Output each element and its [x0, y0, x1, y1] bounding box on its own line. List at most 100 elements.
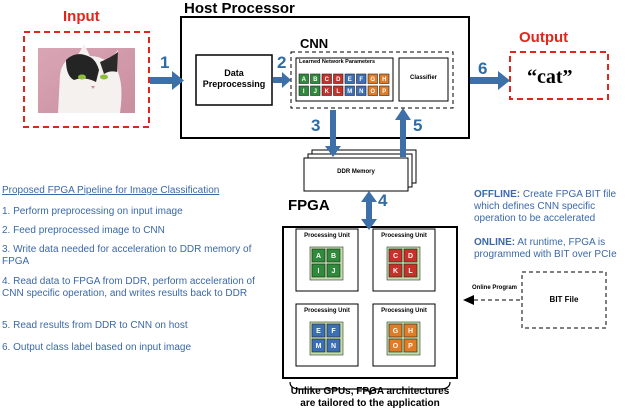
cell-H: H: [379, 73, 390, 84]
cell-D: D: [403, 248, 418, 263]
arrow-4-head-up: [361, 191, 377, 202]
arrow-1-shaft: [150, 77, 172, 84]
cell-letter: H: [408, 328, 413, 335]
offline-key: OFFLINE:: [474, 189, 521, 200]
pipeline-title: Proposed FPGA Pipeline for Image Classif…: [2, 185, 220, 196]
step-5: 5: [413, 116, 423, 135]
cell-I: I: [298, 85, 309, 96]
cell-rect: [310, 73, 321, 84]
cell-letter: G: [370, 77, 375, 83]
arrow-1-head: [172, 71, 184, 90]
cell-letter: N: [331, 343, 336, 350]
cell-rect: [403, 323, 418, 338]
cell-rect: [321, 73, 332, 84]
step-6: 6: [478, 59, 488, 78]
cell-A: A: [311, 248, 326, 263]
arrow-6-shaft: [470, 77, 498, 84]
cell-rect: [311, 263, 326, 278]
cell-E: E: [344, 73, 355, 84]
cell-L: L: [403, 263, 418, 278]
host-processor-box: [180, 16, 470, 139]
cell-rect: [333, 73, 344, 84]
cell-letter: K: [325, 89, 330, 95]
arrow-3-shaft: [330, 110, 336, 147]
cnn-title: CNN: [300, 36, 329, 51]
processing-unit-label-3: Processing Unit: [304, 308, 350, 314]
arrow-3-head: [325, 146, 341, 157]
cell-I: I: [311, 263, 326, 278]
pipeline-step-2: 2. Feed preprocessed image to CNN: [2, 225, 165, 236]
cell-rect: [379, 85, 390, 96]
cell-letter: P: [408, 343, 413, 350]
cell-rect: [403, 263, 418, 278]
pipeline-step-1: 1. Perform preprocessing on input image: [2, 206, 183, 217]
cell-letter: O: [393, 343, 399, 350]
caption: Unlike GPUs, FPGA architectures are tail…: [270, 386, 470, 410]
host-processor-title: Host Processor: [184, 0, 295, 17]
cell-rect: [311, 248, 326, 263]
caption-line-1: Unlike GPUs, FPGA architectures: [290, 386, 450, 397]
classifier-label: Classifier: [409, 75, 437, 81]
cell-letter: A: [302, 77, 307, 83]
processing-unit-label-2: Processing Unit: [381, 233, 427, 239]
cell-E: E: [311, 323, 326, 338]
learned-params-label: Learned Network Parameters: [299, 59, 376, 65]
cell-N: N: [356, 85, 367, 96]
bit-file-label: BIT File: [549, 295, 579, 304]
arrow-5-head: [395, 108, 411, 120]
cell-letter: L: [408, 268, 413, 275]
offline-note: OFFLINE: Create FPGA BIT file which defi…: [474, 189, 638, 225]
cell-letter: J: [314, 89, 317, 95]
arrow-4-head-down: [361, 219, 377, 230]
cell-letter: K: [393, 268, 398, 275]
caption-brace: [289, 381, 451, 396]
offline-text: Create FPGA BIT file which defines CNN s…: [474, 189, 617, 224]
cell-N: N: [326, 338, 341, 353]
cell-letter: C: [325, 77, 330, 83]
step-4: 4: [378, 191, 388, 210]
cell-rect: [321, 85, 332, 96]
cell-H: H: [403, 323, 418, 338]
cell-letter: D: [408, 253, 413, 260]
cat-image: [38, 44, 135, 113]
cell-K: K: [388, 263, 403, 278]
caption-line-2: are tailored to the application: [300, 398, 440, 409]
cell-rect: [326, 323, 341, 338]
pipeline-step-6: 6. Output class label based on input ima…: [2, 342, 192, 353]
cell-M: M: [311, 338, 326, 353]
cell-rect: [311, 323, 326, 338]
data-preprocessing-label: Data Preprocessing: [202, 68, 266, 89]
cell-rect: [367, 73, 378, 84]
cell-letter: P: [382, 89, 386, 95]
cell-letter: I: [318, 268, 320, 275]
arrow-2-head: [282, 72, 291, 88]
cell-B: B: [310, 73, 321, 84]
cell-rect: [326, 248, 341, 263]
processing-unit-label-1: Processing Unit: [304, 233, 350, 239]
cell-rect: [311, 338, 326, 353]
cell-M: M: [344, 85, 355, 96]
output-label: Output: [519, 29, 569, 46]
cell-G: G: [367, 73, 378, 84]
online-key: ONLINE:: [474, 237, 516, 248]
cell-rect: [356, 73, 367, 84]
input-label: Input: [63, 8, 100, 25]
classifier-box: [398, 57, 449, 102]
cell-rect: [388, 263, 403, 278]
cell-letter: F: [331, 328, 336, 335]
cell-F: F: [326, 323, 341, 338]
cell-rect: [388, 323, 403, 338]
cell-rect: [388, 248, 403, 263]
cell-letter: M: [316, 343, 322, 350]
cell-letter: B: [313, 77, 318, 83]
online-program-label: Online Program: [472, 285, 518, 291]
fpga-title: FPGA: [288, 197, 330, 214]
cell-J: J: [326, 263, 341, 278]
arrow-4-shaft: [366, 202, 372, 220]
cell-letter: D: [336, 77, 341, 83]
step-3: 3: [311, 116, 321, 135]
cell-rect: [403, 248, 418, 263]
